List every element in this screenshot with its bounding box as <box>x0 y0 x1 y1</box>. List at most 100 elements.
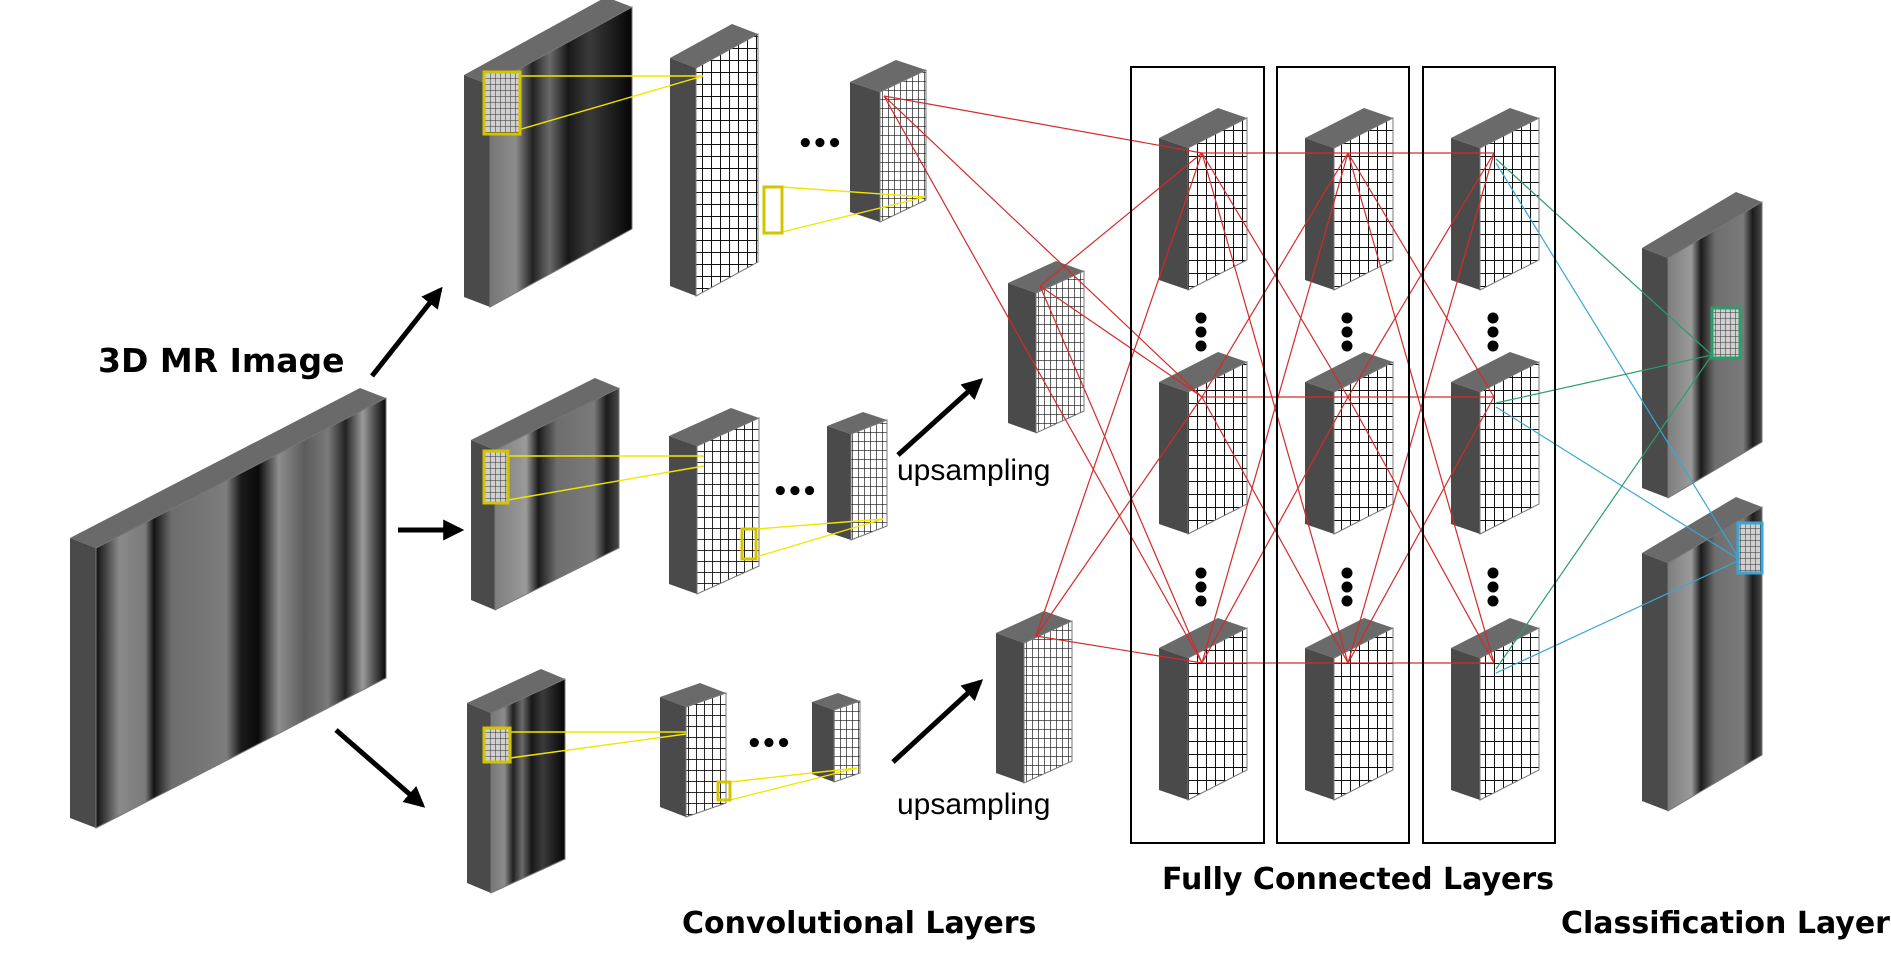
fc-input-link-9 <box>1035 635 1203 664</box>
scale-1-conv-map-1-front-face <box>695 33 759 297</box>
scale-3-upsampled-map <box>996 611 1073 784</box>
scale-1-conv-map-n-top-face <box>850 60 926 92</box>
fc-layer-1-unit-2-side-face <box>1159 382 1188 534</box>
fc-layer-2-unit-1 <box>1305 108 1394 291</box>
fc-layer-2-unit-2-side-face <box>1305 382 1334 534</box>
scale-1-conv-map-n-side-face <box>850 82 880 222</box>
scale-3-conv-map-1-side-face <box>660 697 686 817</box>
fc-layer-3-unit-1-side-face <box>1451 138 1480 290</box>
section-label-classification: Classification Layer <box>1561 906 1890 941</box>
fc-layer-1-unit-3-side-face <box>1159 648 1188 800</box>
scale-2-input-patch-front-face <box>494 387 620 611</box>
arrow-icon-to-scale-3 <box>334 728 426 808</box>
fc-input-link-2 <box>883 95 1203 398</box>
fc-layer-1-unit-1 <box>1159 108 1248 291</box>
scale-3-conv-map-n <box>812 693 861 783</box>
fc-layer-3-unit-1-front-face <box>1479 117 1540 291</box>
fc-1-vdot-2-3 <box>1195 595 1207 607</box>
scale-1-conv-map-n-front-face <box>879 69 927 223</box>
fc-layer-3-unit-2 <box>1451 352 1540 535</box>
classification-output-1 <box>1642 192 1763 499</box>
scale-3-conv-map-n-front-face <box>833 700 861 783</box>
classification-output-2-side-face <box>1642 553 1668 811</box>
fc-2-vdot-2-2 <box>1341 581 1353 593</box>
proj-s1-b <box>517 75 704 131</box>
scale-3-input-receptive-field-frame <box>482 726 512 764</box>
fc-input-link-3 <box>883 95 1203 664</box>
fc-layer-3-unit-2-side-face <box>1451 382 1480 534</box>
scale-1-conv-map-1-top-face <box>670 24 758 68</box>
fc-layer-frame-1 <box>1130 66 1265 844</box>
fc-3-vdot-1-2 <box>1487 326 1499 338</box>
scale-3-conv-map-n-top-face <box>812 693 860 710</box>
scale-2-conv-map-n <box>827 412 888 541</box>
arrow-icon-upsampling-2 <box>896 378 984 457</box>
proj-s2-c <box>755 518 884 530</box>
scale-1-conv-map-1-side-face <box>670 58 696 296</box>
scale-2-input-patch <box>471 378 620 611</box>
fc-input-link-4 <box>1039 152 1203 287</box>
fc-layer-3-unit-2-front-face <box>1479 361 1540 535</box>
fc-3-vdot-2-3 <box>1487 595 1499 607</box>
fc-2-vdot-1-1 <box>1341 312 1353 324</box>
output-2-blue-patch-frame <box>1736 521 1764 575</box>
fc-input-link-7 <box>1035 152 1203 637</box>
output-blue-link-3 <box>1495 559 1741 674</box>
fc-layer-2-unit-1-top-face <box>1305 108 1393 148</box>
section-label-convolutional: Convolutional Layers <box>682 906 1036 941</box>
scale-2-conv-map-1-side-face <box>669 436 697 594</box>
scale-1-input-receptive-field <box>482 70 522 136</box>
scale-3-conv-map-1-front-face <box>685 692 727 818</box>
scale-2-map-receptive-field <box>740 527 758 561</box>
scale-1-input-receptive-field-frame <box>482 70 522 136</box>
scale-2-upsampled-map-front-face <box>1035 270 1085 434</box>
output-1-green-patch-frame <box>1710 306 1742 360</box>
input-mr-volume-front-face <box>95 397 387 829</box>
fc-input-link-6 <box>1039 285 1203 664</box>
section-label-fully-connected: Fully Connected Layers <box>1162 862 1554 897</box>
scale-1-input-patch-front-face <box>489 6 633 308</box>
arrow-icon-to-scale-1 <box>370 286 443 378</box>
fc-1-vdot-1-1 <box>1195 312 1207 324</box>
fc-2-vdot-2-3 <box>1341 595 1353 607</box>
upsampling-label-2: upsampling <box>897 788 1050 821</box>
proj-s2-d <box>755 518 884 558</box>
fc-23-link-25 <box>1347 152 1495 664</box>
fc-1-vdot-1-3 <box>1195 340 1207 352</box>
fc-layer-2-unit-2 <box>1305 352 1394 535</box>
fc-layer-1-unit-1-front-face <box>1187 117 1248 291</box>
ellipsis-conv-3: ••• <box>746 729 790 759</box>
scale-1-conv-map-1 <box>670 24 759 297</box>
proj-s1-c <box>781 186 926 198</box>
scale-3-input-patch-top-face <box>467 669 565 713</box>
fc-layer-2-unit-1-front-face <box>1333 117 1394 291</box>
proj-s3-d <box>729 767 858 801</box>
scale-2-input-receptive-field-frame <box>482 449 510 505</box>
classification-output-2-top-face <box>1642 497 1762 563</box>
fc-layer-1-unit-3-top-face <box>1159 618 1247 658</box>
fc-2-vdot-1-2 <box>1341 326 1353 338</box>
scale-2-upsampled-map-top-face <box>1008 261 1084 293</box>
output-2-blue-patch <box>1736 521 1764 575</box>
fc-3-vdot-1-3 <box>1487 340 1499 352</box>
fc-layer-1-unit-1-top-face <box>1159 108 1247 148</box>
fc-layer-3-unit-2-top-face <box>1451 352 1539 392</box>
fc-layer-3-unit-1 <box>1451 108 1540 291</box>
fc-layer-3-unit-3-side-face <box>1451 648 1480 800</box>
scale-3-map-receptive-field-frame <box>716 780 732 802</box>
scale-2-map-receptive-field-frame <box>740 527 758 561</box>
fc-layer-3-unit-3 <box>1451 618 1540 801</box>
fc-3-vdot-2-2 <box>1487 581 1499 593</box>
output-blue-link-1 <box>1495 162 1741 561</box>
output-1-green-patch <box>1710 306 1742 360</box>
fc-1-vdot-2-2 <box>1195 581 1207 593</box>
input-label: 3D MR Image <box>98 341 345 380</box>
scale-2-conv-map-1 <box>669 408 760 595</box>
scale-3-map-receptive-field <box>716 780 732 802</box>
classification-output-1-side-face <box>1642 248 1668 498</box>
classification-output-1-top-face <box>1642 192 1762 258</box>
fc-layer-2-unit-3-side-face <box>1305 648 1334 800</box>
fc-23-link-22 <box>1347 152 1495 398</box>
fc-layer-2-unit-3 <box>1305 618 1394 801</box>
scale-2-conv-map-n-side-face <box>827 426 851 540</box>
